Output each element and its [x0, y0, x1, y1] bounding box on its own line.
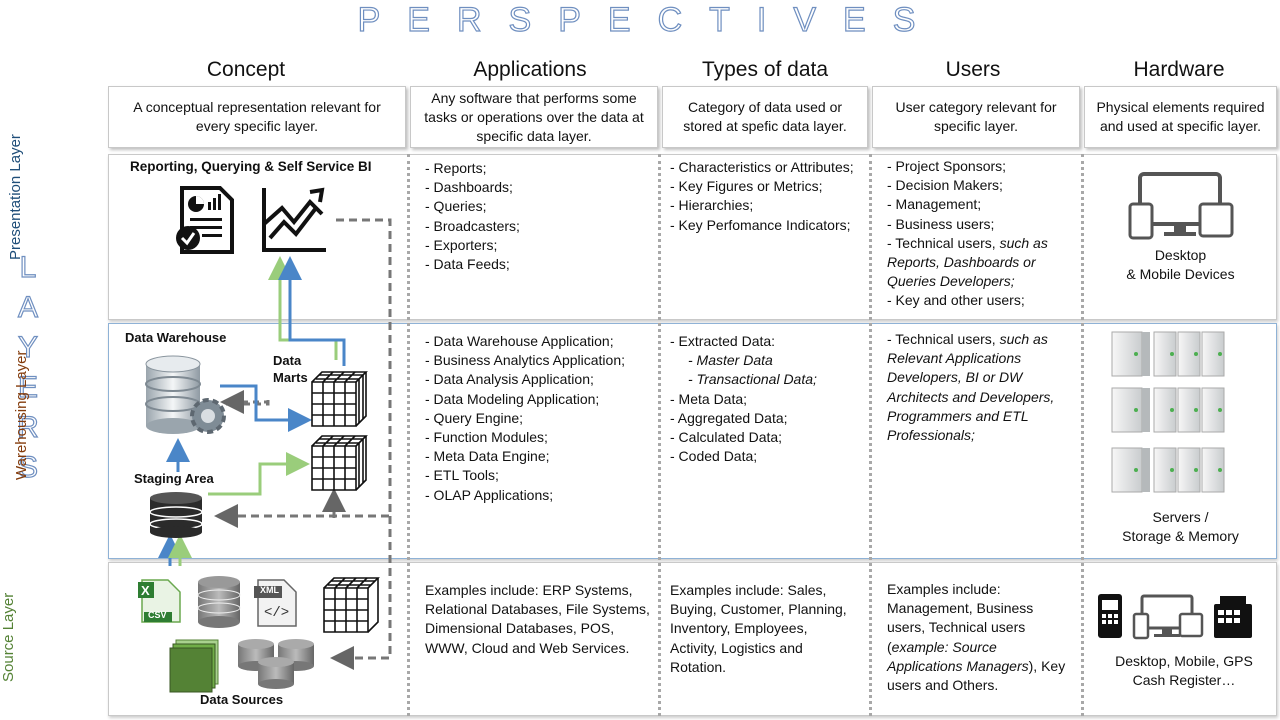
xml-file-icon: </> [254, 579, 297, 627]
perspectives-title: PERSPECTIVES [357, 0, 943, 39]
report-document-icon [176, 186, 234, 254]
desktop-mobile-icon [1128, 172, 1234, 240]
csv-label: CSV [148, 610, 167, 620]
source-users: Examples include: Management, Business u… [887, 581, 1066, 694]
servers-icon [1111, 331, 1225, 493]
column-header-users: Users [945, 58, 1001, 81]
analytics-chart-icon [262, 187, 326, 252]
warehousing-layer-label: Warehousing Layer [13, 350, 30, 480]
separator-2 [658, 154, 661, 716]
column-header-types: Types of data [701, 58, 829, 81]
csv-file-icon: X [138, 579, 181, 623]
data-warehouse-icon [145, 355, 226, 434]
presentation-layer-label: Presentation Layer [7, 134, 24, 260]
concept-diagram: X </> [138, 186, 392, 693]
data-warehouse-label: Data Warehouse [125, 330, 227, 345]
data-sources-label: Data Sources [200, 692, 284, 707]
staging-area-label: Staging Area [134, 471, 214, 486]
svg-text:X: X [141, 583, 150, 598]
column-header-hardware: Hardware [1133, 58, 1225, 81]
separator-3 [869, 154, 872, 716]
database-icon [197, 576, 241, 628]
xml-label: XML [260, 585, 279, 595]
staging-area-icon [149, 492, 203, 538]
presentation-types: - Characteristics or Attributes; - Key F… [670, 159, 854, 233]
source-applications: Examples include: ERP Systems, Relationa… [425, 582, 650, 656]
data-marts-label-1: Data [273, 353, 302, 368]
warehousing-users: - Technical users, such as Relevant Appl… [887, 331, 1055, 444]
presentation-users: - Project Sponsors; - Decision Makers; -… [887, 158, 1048, 309]
description-applications: Any software that performs some tasks or… [410, 86, 658, 148]
pos-devices-icon [1098, 594, 1252, 640]
data-mart-cube-icon-2 [311, 435, 368, 491]
description-concept: A conceptual representation relevant for… [108, 86, 406, 148]
concept-presentation-title: Reporting, Querying & Self Service BI [130, 159, 372, 174]
separator-1 [407, 154, 410, 716]
source-cube-icon [323, 577, 380, 633]
column-header-applications: Applications [473, 58, 587, 81]
description-types: Category of data used or stored at spefi… [662, 86, 868, 148]
warehousing-hardware: Servers / Storage & Memory [1122, 509, 1239, 544]
source-hardware: Desktop, Mobile, GPS Cash Register… [1115, 653, 1253, 688]
database-cluster-icon [238, 639, 314, 689]
source-layer-label: Source Layer [0, 592, 17, 682]
data-marts-label-2: Marts [273, 370, 308, 385]
file-stack-icon [169, 639, 219, 693]
description-users: User category relevant for specific laye… [872, 86, 1080, 148]
warehousing-applications: - Data Warehouse Application; - Business… [425, 333, 625, 503]
svg-text:</>: </> [264, 605, 289, 621]
presentation-hardware: Desktop & Mobile Devices [1126, 247, 1235, 282]
warehousing-types: - Extracted Data: - Master Data - Transa… [670, 333, 817, 465]
presentation-applications: - Reports; - Dashboards; - Queries; - Br… [425, 160, 520, 273]
separator-4 [1081, 154, 1084, 716]
column-header-concept: Concept [206, 58, 286, 81]
data-mart-cube-icon [311, 371, 368, 427]
description-hardware: Physical elements required and used at s… [1084, 86, 1277, 148]
source-types: Examples include: Sales, Buying, Custome… [670, 582, 847, 675]
